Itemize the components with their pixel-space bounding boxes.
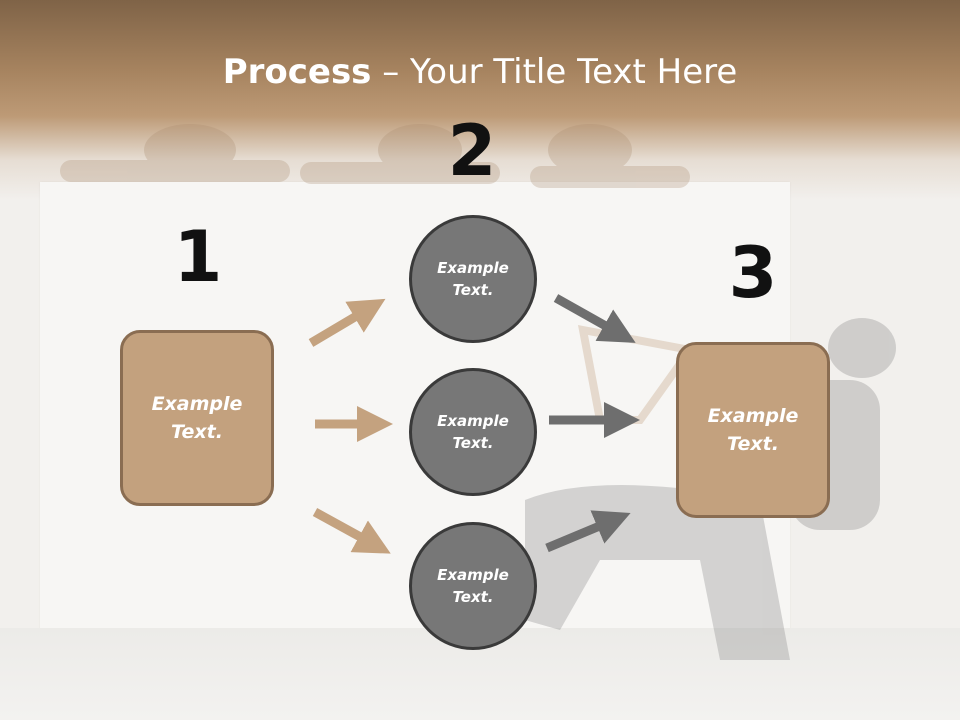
arrow-1-to-bottom bbox=[312, 508, 391, 554]
step-3-box: Example Text. bbox=[676, 342, 830, 518]
step-1-line2: Text. bbox=[171, 421, 223, 443]
step-3-line2: Text. bbox=[727, 433, 779, 455]
step-number-2: 2 bbox=[447, 110, 497, 192]
circle-bottom: Example Text. bbox=[409, 522, 537, 650]
circle-bottom-line2: Text. bbox=[452, 588, 494, 606]
circle-bottom-line1: Example bbox=[437, 565, 509, 584]
title-rest: – Your Title Text Here bbox=[371, 52, 738, 92]
step-number-1: 1 bbox=[173, 216, 223, 298]
circle-middle-line1: Example bbox=[437, 411, 509, 430]
step-number-3: 3 bbox=[728, 232, 778, 314]
step-1-line1: Example bbox=[151, 392, 243, 415]
circle-middle-line2: Text. bbox=[452, 434, 494, 452]
step-3-line1: Example bbox=[707, 404, 799, 427]
slide-title: Process – Your Title Text Here bbox=[0, 52, 960, 92]
circle-middle: Example Text. bbox=[409, 368, 537, 496]
circle-top-line2: Text. bbox=[452, 281, 494, 299]
title-bold: Process bbox=[222, 52, 372, 92]
arrow-bottom-to-3 bbox=[545, 510, 631, 553]
step-1-box: Example Text. bbox=[120, 330, 274, 506]
arrow-top-to-3 bbox=[553, 294, 636, 343]
header-band bbox=[0, 0, 960, 200]
arrow-1-to-top bbox=[308, 298, 386, 347]
circle-top: Example Text. bbox=[409, 215, 537, 343]
circle-top-line1: Example bbox=[437, 258, 509, 277]
